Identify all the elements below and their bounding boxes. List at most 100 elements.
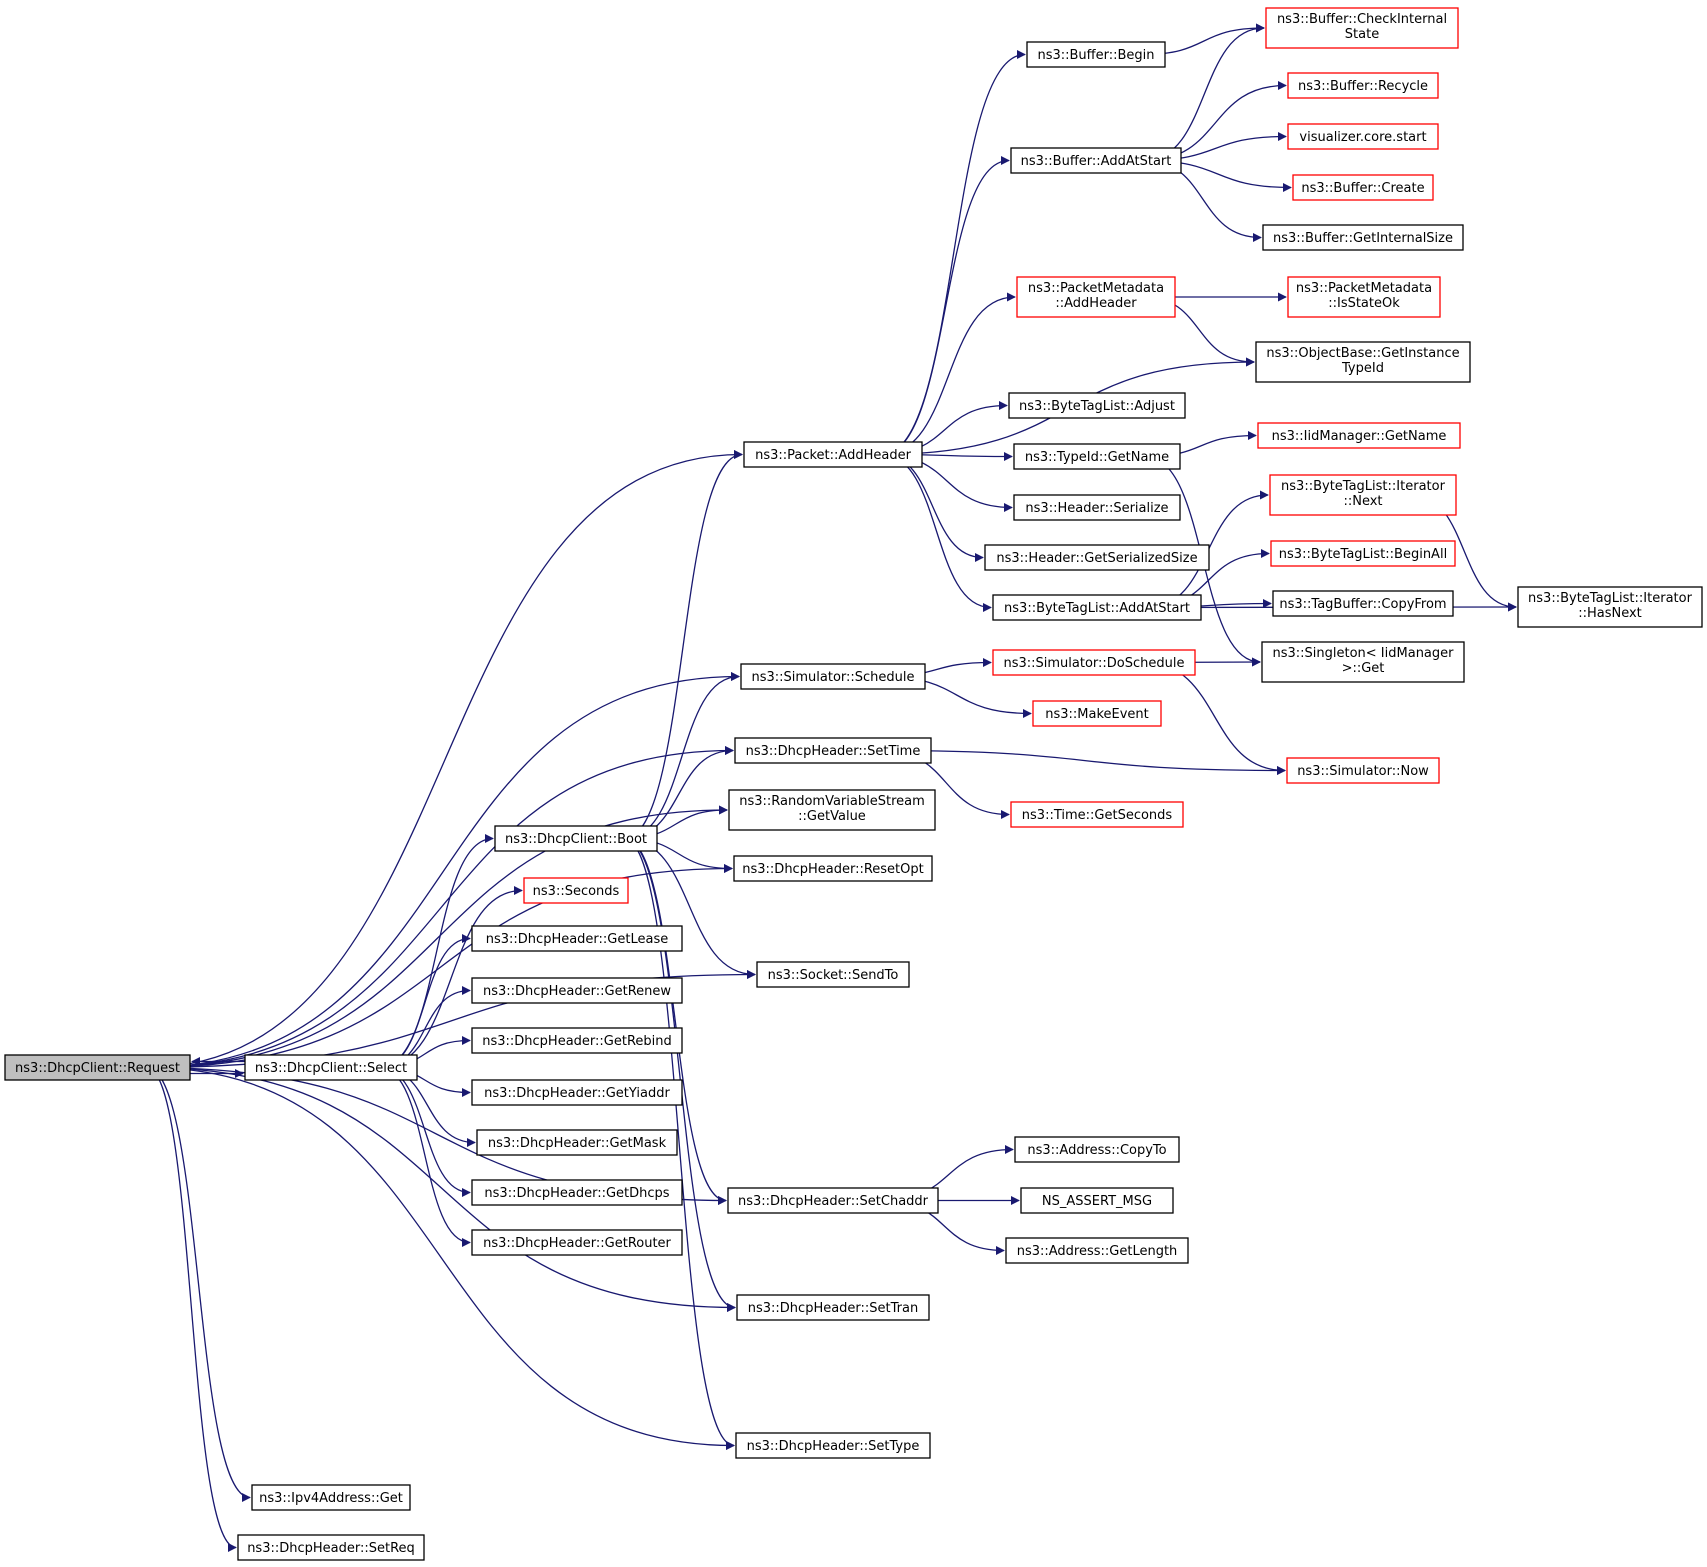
node-getyiaddr[interactable]: ns3::DhcpHeader::GetYiaddr — [471, 1079, 683, 1106]
node-bufaddatstart[interactable]: ns3::Buffer::AddAtStart — [1010, 147, 1182, 174]
node-label: ns3::Header::Serialize — [1025, 501, 1168, 516]
node-label: ns3::Address::GetLength — [1017, 1244, 1178, 1259]
node-getrebind[interactable]: ns3::DhcpHeader::GetRebind — [471, 1027, 683, 1054]
edge-boot-to-schedule — [624, 672, 740, 840]
node-setreq[interactable]: ns3::DhcpHeader::SetReq — [237, 1534, 425, 1561]
node-label: ns3::ByteTagList::AddAtStart — [1004, 601, 1190, 616]
node-setchaddr[interactable]: ns3::DhcpHeader::SetChaddr — [727, 1187, 939, 1214]
edge-select-to-getrouter — [379, 1066, 471, 1247]
node-label: ns3::PacketMetadata — [1296, 281, 1432, 296]
node-btlithasnext[interactable]: ns3::ByteTagList::Iterator::HasNext — [1517, 586, 1703, 628]
node-settime[interactable]: ns3::DhcpHeader::SetTime — [734, 737, 932, 764]
node-request[interactable]: ns3::DhcpClient::Request — [4, 1054, 191, 1081]
node-singletonget[interactable]: ns3::Singleton< IidManager >::Get — [1261, 641, 1465, 683]
call-edges — [146, 23, 1517, 1552]
node-pmaddheader[interactable]: ns3::PacketMetadata::AddHeader — [1016, 276, 1176, 318]
node-label: ns3::DhcpHeader::GetLease — [486, 932, 668, 947]
node-label: ns3::Seconds — [533, 884, 620, 899]
node-sendto[interactable]: ns3::Socket::SendTo — [756, 961, 910, 988]
node-makeevent[interactable]: ns3::MakeEvent — [1032, 700, 1162, 727]
node-getdhcps[interactable]: ns3::DhcpHeader::GetDhcps — [471, 1179, 683, 1206]
node-box — [1013, 494, 1181, 521]
node-settype[interactable]: ns3::DhcpHeader::SetType — [735, 1432, 931, 1459]
node-timegetsec[interactable]: ns3::Time::GetSeconds — [1010, 801, 1184, 828]
node-label: ::IsStateOk — [1328, 296, 1400, 311]
node-select[interactable]: ns3::DhcpClient::Select — [244, 1054, 418, 1081]
edge-boot-to-setchaddr — [624, 837, 727, 1205]
node-label: ns3::DhcpHeader::GetRouter — [483, 1236, 671, 1251]
node-label: ns3::DhcpHeader::GetYiaddr — [484, 1086, 670, 1101]
node-boot[interactable]: ns3::DhcpClient::Boot — [494, 825, 658, 852]
node-label: ns3::DhcpHeader::ResetOpt — [742, 862, 923, 877]
node-getrenew[interactable]: ns3::DhcpHeader::GetRenew — [471, 977, 683, 1004]
node-settran[interactable]: ns3::DhcpHeader::SetTran — [736, 1294, 930, 1321]
node-getmask[interactable]: ns3::DhcpHeader::GetMask — [476, 1129, 678, 1156]
node-label: ns3::Buffer::Begin — [1037, 48, 1154, 63]
node-simnow[interactable]: ns3::Simulator::Now — [1286, 757, 1440, 784]
node-label: TypeId — [1341, 361, 1384, 376]
node-box — [727, 1187, 939, 1214]
node-box — [1032, 700, 1162, 727]
node-dosched[interactable]: ns3::Simulator::DoSchedule — [992, 649, 1196, 676]
node-typeidgetname[interactable]: ns3::TypeId::GetName — [1013, 443, 1181, 470]
edge-addheader-to-hdrgetsersize — [881, 453, 984, 562]
function-nodes: ns3::DhcpClient::Request ns3::DhcpClient:… — [4, 7, 1703, 1561]
node-bufbegin[interactable]: ns3::Buffer::Begin — [1026, 41, 1166, 68]
node-btladdatstart[interactable]: ns3::ByteTagList::AddAtStart — [992, 594, 1202, 621]
node-box — [735, 1432, 931, 1459]
node-box — [494, 825, 658, 852]
node-box — [471, 1229, 683, 1256]
node-box — [1014, 1136, 1180, 1163]
node-label: ns3::Buffer::GetInternalSize — [1273, 231, 1453, 246]
node-nsassert[interactable]: NS_ASSERT_MSG — [1020, 1187, 1174, 1214]
node-label: ns3::Simulator::Schedule — [751, 670, 914, 685]
edge-addheader-to-bufbegin — [881, 50, 1026, 456]
node-bufgetint[interactable]: ns3::Buffer::GetInternalSize — [1262, 224, 1464, 251]
node-label: ns3::MakeEvent — [1045, 707, 1149, 722]
node-hdrgetsersize[interactable]: ns3::Header::GetSerializedSize — [984, 544, 1210, 571]
node-tagbufcopy[interactable]: ns3::TagBuffer::CopyFrom — [1272, 590, 1454, 617]
node-iidgetname[interactable]: ns3::IidManager::GetName — [1257, 422, 1461, 449]
node-box — [1286, 757, 1440, 784]
node-bufrecycle[interactable]: ns3::Buffer::Recycle — [1287, 72, 1439, 99]
node-addheader[interactable]: ns3::Packet::AddHeader — [743, 441, 923, 468]
node-btlitnext[interactable]: ns3::ByteTagList::Iterator::Next — [1269, 474, 1457, 516]
edge-request-to-settime — [146, 746, 734, 1069]
node-label: ns3::Time::GetSeconds — [1022, 808, 1173, 823]
node-label: ns3::PacketMetadata — [1028, 281, 1164, 296]
node-addrcopyto[interactable]: ns3::Address::CopyTo — [1014, 1136, 1180, 1163]
node-ipv4get[interactable]: ns3::Ipv4Address::Get — [251, 1484, 411, 1511]
node-label: ns3::DhcpHeader::GetRenew — [483, 984, 671, 999]
node-btladjust[interactable]: ns3::ByteTagList::Adjust — [1008, 392, 1186, 419]
node-seconds[interactable]: ns3::Seconds — [523, 877, 629, 904]
node-bufcreate[interactable]: ns3::Buffer::Create — [1292, 174, 1434, 201]
node-box — [1013, 443, 1181, 470]
node-btlbeginall[interactable]: ns3::ByteTagList::BeginAll — [1270, 540, 1456, 567]
node-getvalue[interactable]: ns3::RandomVariableStream::GetValue — [728, 789, 936, 831]
node-getlease[interactable]: ns3::DhcpHeader::GetLease — [471, 925, 683, 952]
node-label: ns3::DhcpHeader::SetTran — [748, 1301, 919, 1316]
node-hdrserialize[interactable]: ns3::Header::Serialize — [1013, 494, 1181, 521]
node-box — [1517, 586, 1703, 628]
node-label: ns3::DhcpHeader::GetDhcps — [484, 1186, 669, 1201]
edge-boot-to-settime — [624, 746, 734, 840]
node-schedule[interactable]: ns3::Simulator::Schedule — [740, 663, 926, 690]
edge-boot-to-addheader — [624, 450, 743, 840]
node-label: ns3::Address::CopyTo — [1027, 1143, 1166, 1158]
node-label: ns3::ByteTagList::BeginAll — [1279, 547, 1447, 562]
node-pmisstateok[interactable]: ns3::PacketMetadata::IsStateOk — [1287, 276, 1441, 318]
node-box — [1010, 801, 1184, 828]
node-getrouter[interactable]: ns3::DhcpHeader::GetRouter — [471, 1229, 683, 1256]
node-box — [1265, 7, 1459, 49]
edge-request-to-ipv4get — [146, 1066, 251, 1502]
node-box — [471, 977, 683, 1004]
node-addrgetlen[interactable]: ns3::Address::GetLength — [1005, 1237, 1189, 1264]
node-label: ::AddHeader — [1055, 296, 1137, 311]
node-resetopt[interactable]: ns3::DhcpHeader::ResetOpt — [733, 855, 933, 882]
node-label: ns3::Header::GetSerializedSize — [996, 551, 1197, 566]
node-vizstart[interactable]: visualizer.core.start — [1287, 123, 1439, 150]
node-label: ns3::DhcpClient::Request — [15, 1061, 180, 1076]
